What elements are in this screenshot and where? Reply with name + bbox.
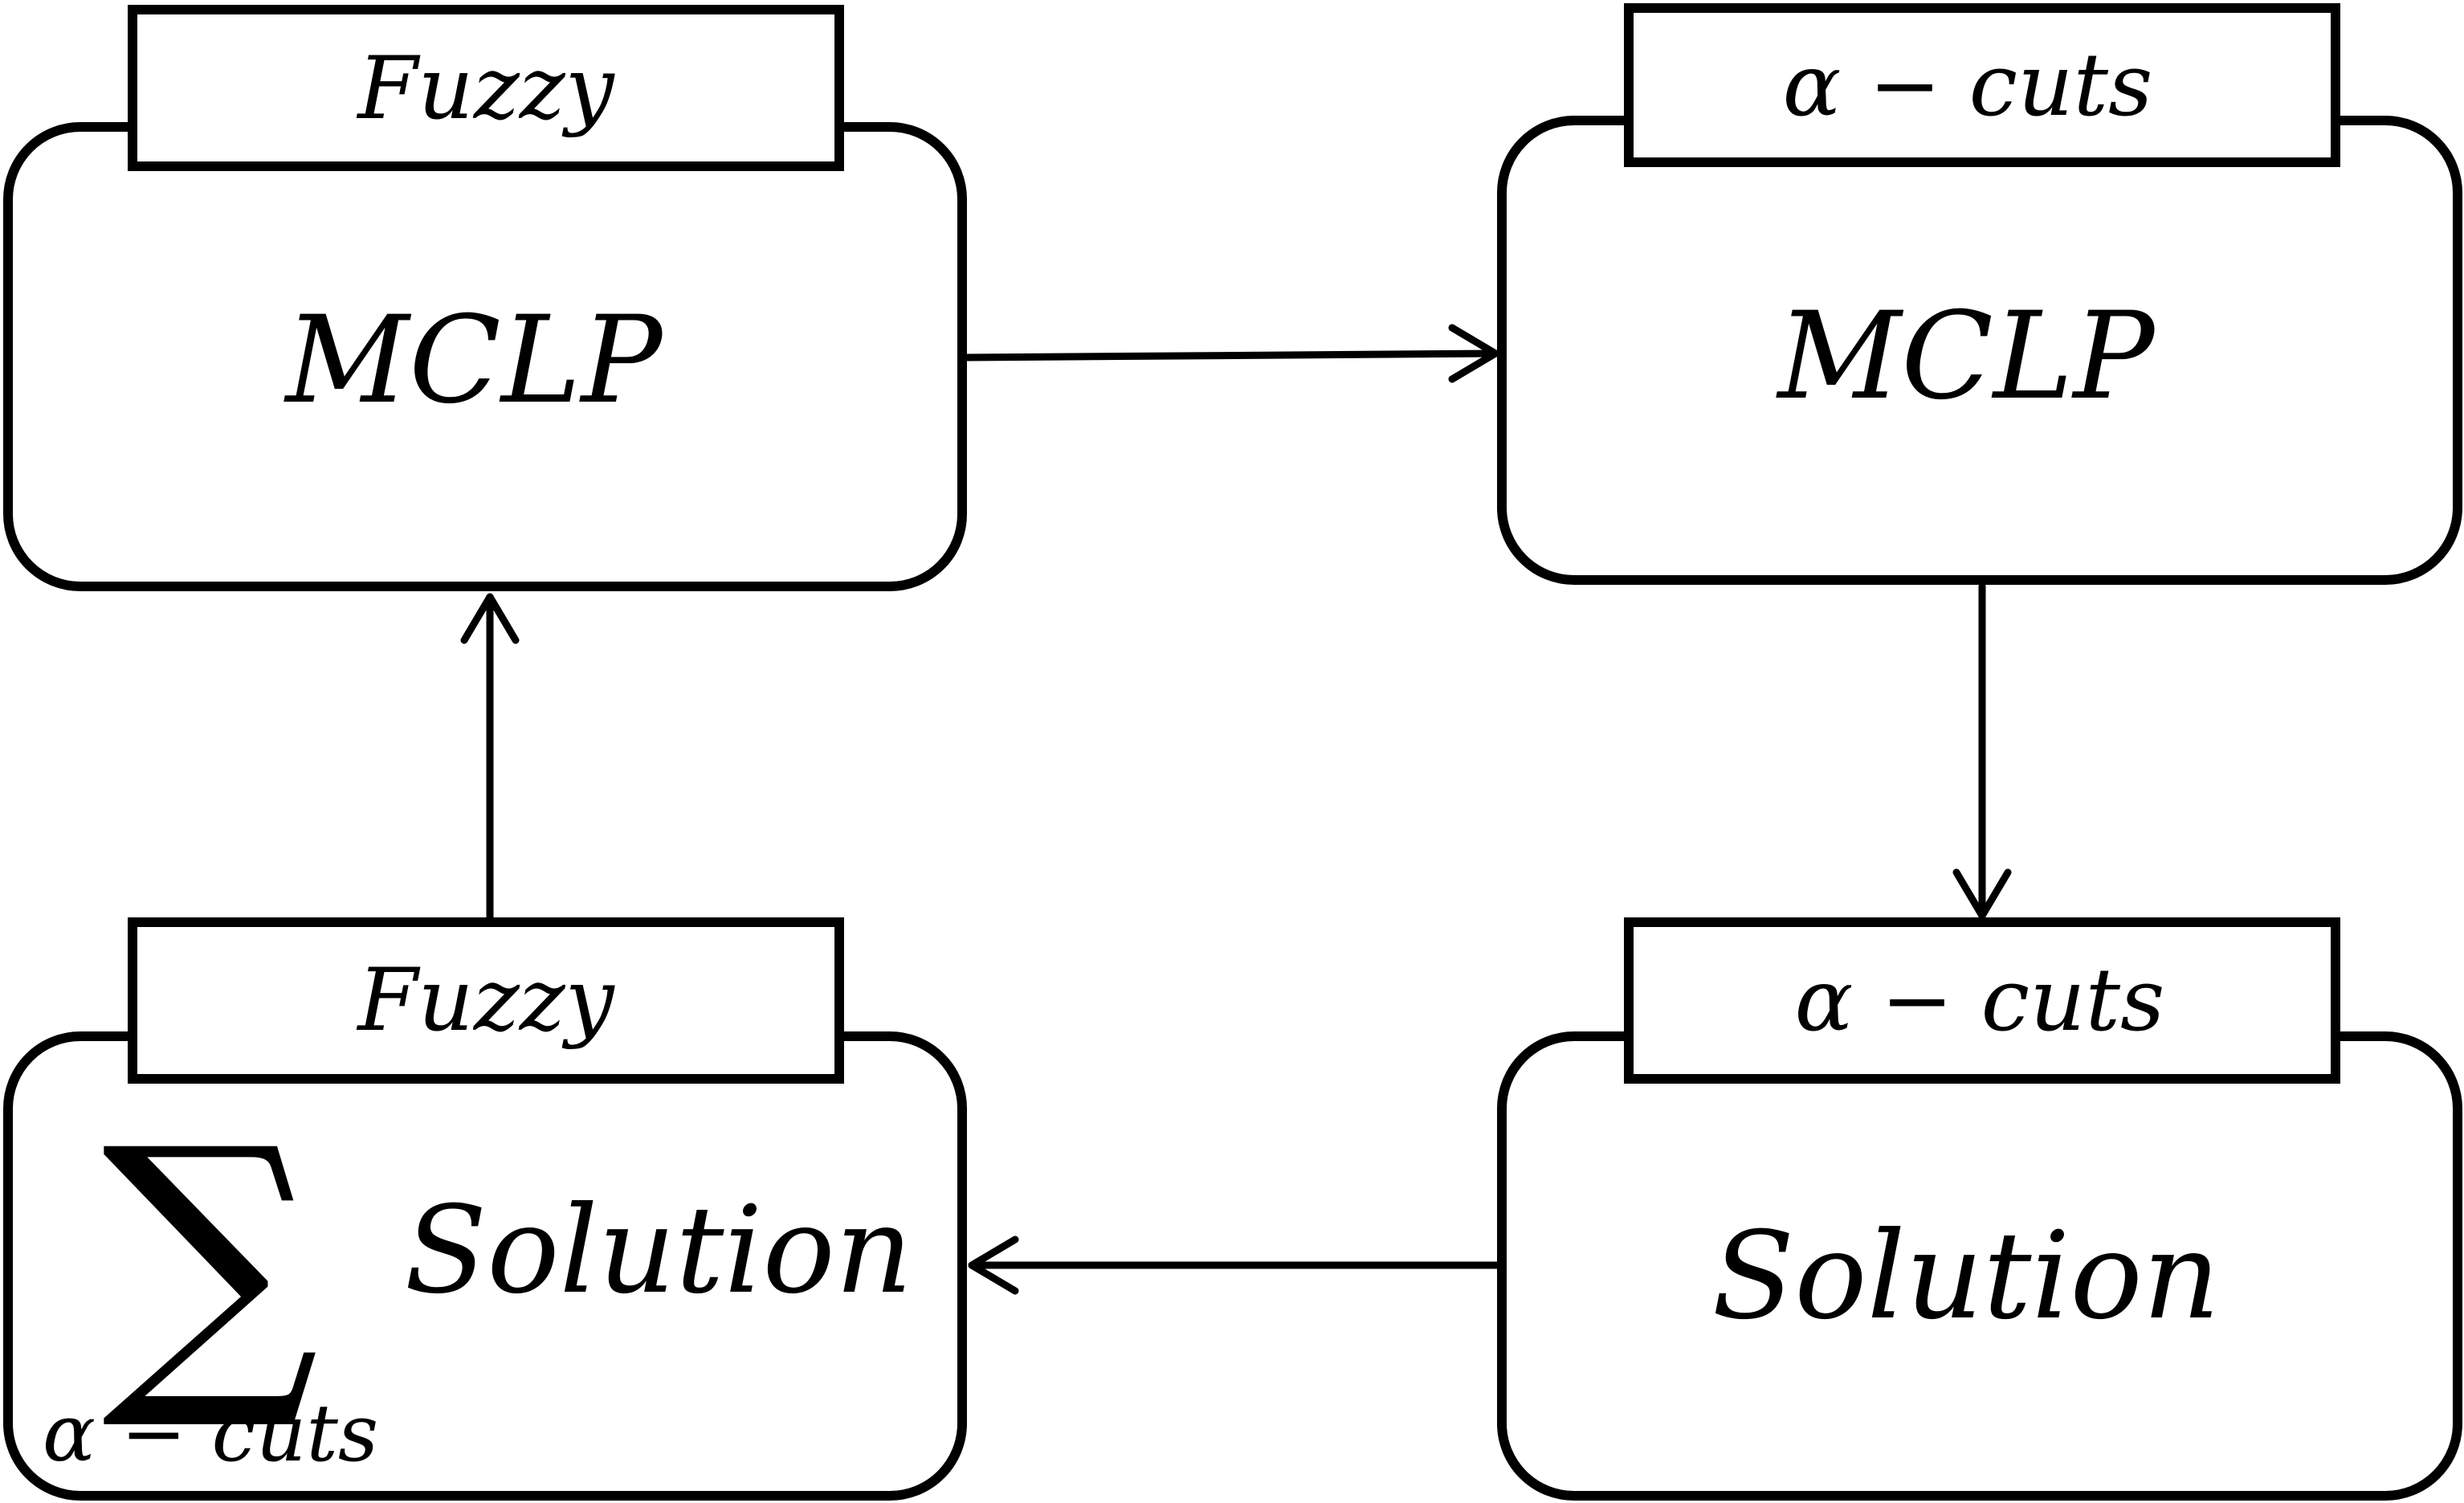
arrow-top-right-shaft: [964, 349, 1499, 361]
node-fuzzy-solution-label: Solution: [405, 1181, 913, 1321]
node-alpha-mclp: α − cuts MCLP: [1497, 3, 2462, 585]
arrow-top-right: [964, 324, 1499, 383]
node-alpha-mclp-label: MCLP: [1776, 287, 2157, 427]
node-fuzzy-mclp: Fuzzy MCLP: [3, 5, 967, 591]
node-alpha-solution-label: Solution: [1712, 1207, 2221, 1346]
node-alpha-solution-tab: [1624, 917, 2340, 1084]
node-fuzzy-mclp-tab-label: Fuzzy: [356, 39, 615, 139]
arrow-left-up-head: [460, 593, 520, 644]
arrow-top-right-head: [1448, 324, 1499, 383]
arrow-right-down-head: [1952, 868, 2012, 920]
arrow-left-up: [460, 593, 520, 921]
node-alpha-solution: α − cuts Solution: [1497, 917, 2462, 1501]
node-alpha-mclp-tab-label: α − cuts: [1783, 35, 2153, 136]
arrow-bottom-left: [968, 1235, 1502, 1295]
sum-symbol: ∑: [101, 1082, 319, 1438]
arrow-bottom-left-head: [968, 1235, 1019, 1295]
node-fuzzy-mclp-label: MCLP: [284, 291, 665, 431]
node-fuzzy-solution: Fuzzy ∑ α − cuts Solution: [3, 917, 967, 1501]
node-fuzzy-mclp-tab: [128, 5, 844, 171]
node-alpha-mclp-tab: [1624, 3, 2340, 167]
node-fuzzy-solution-tab: [128, 917, 844, 1084]
arrow-right-down: [1952, 582, 2012, 920]
sum-subscript: α − cuts: [43, 1388, 378, 1480]
node-fuzzy-solution-tab-label: Fuzzy: [356, 950, 615, 1051]
node-alpha-solution-tab-label: α − cuts: [1795, 950, 2165, 1051]
